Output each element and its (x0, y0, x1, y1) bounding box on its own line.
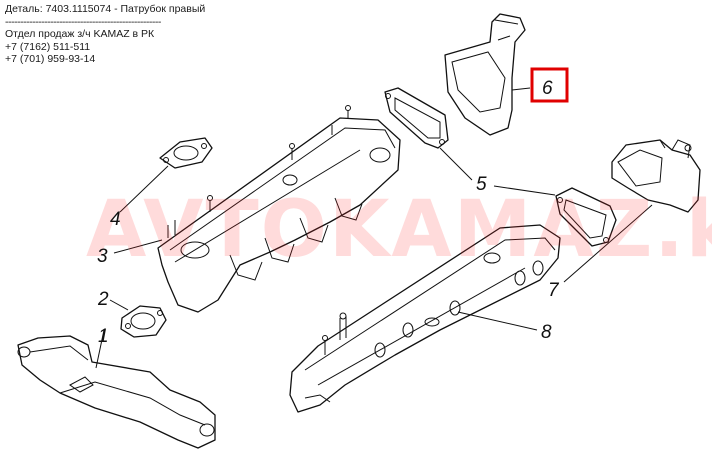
part-2-gasket-small (120, 305, 167, 338)
callout-8: 8 (541, 322, 552, 343)
callout-1: 1 (98, 326, 109, 347)
callout-7: 7 (548, 280, 560, 301)
part-3-manifold-left (157, 105, 401, 313)
separator-line: ----------------------------------------… (5, 15, 161, 28)
leader-lines (95, 87, 653, 369)
callout-3: 3 (97, 246, 108, 267)
part-8-manifold-right (289, 224, 561, 413)
callout-6-highlight-box (530, 67, 569, 103)
phone-2: +7 (701) 959-93-14 (5, 53, 96, 65)
callout-6: 6 (542, 78, 553, 99)
phone-1: +7 (7162) 511-511 (5, 40, 91, 53)
watermark-text: AVTOKAMAZ.kz (86, 185, 712, 275)
callout-2: 2 (97, 289, 109, 310)
part-5-gasket-lower (555, 187, 617, 247)
part-1-bracket (17, 335, 216, 449)
part-6-pipe-right (444, 13, 526, 136)
header-info: Деталь: 7403.1115074 - Патрубок правый -… (5, 3, 205, 66)
callout-5: 5 (476, 174, 487, 195)
part-5-gasket-upper (384, 87, 449, 149)
part-7-pipe (611, 139, 701, 213)
part-title: Деталь: 7403.1115074 - Патрубок правый (5, 3, 206, 15)
callout-4: 4 (110, 209, 121, 230)
sales-department: Отдел продаж з/ч KAMAZ в РК (5, 28, 155, 40)
part-4-gasket (159, 137, 213, 169)
